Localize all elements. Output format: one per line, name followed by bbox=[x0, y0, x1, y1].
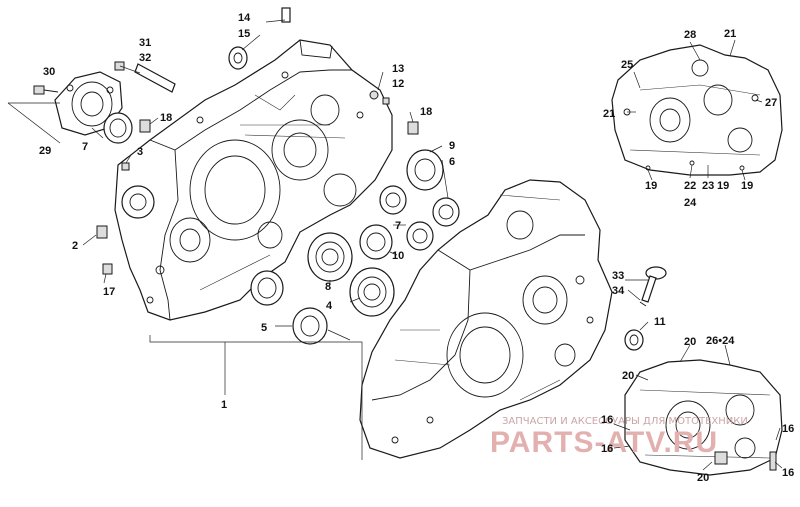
callout-5: 5 bbox=[261, 322, 267, 334]
callout-1: 1 bbox=[221, 399, 227, 411]
callout-19-c: 19 bbox=[741, 180, 753, 192]
callout-16-a: 16 bbox=[601, 414, 613, 426]
callout-10: 10 bbox=[392, 250, 404, 262]
callout-3: 3 bbox=[137, 146, 143, 158]
callout-20-b: 20 bbox=[622, 370, 634, 382]
callout-33: 33 bbox=[612, 270, 624, 282]
watermark-logo-text: PARTS-ATV.RU bbox=[490, 426, 718, 459]
watermark: ЗАПЧАСТИ И АКСЕССУАРЫ ДЛЯ МОТОТЕХНИКИ PA… bbox=[490, 416, 748, 459]
callout-7-center: 7 bbox=[395, 220, 401, 232]
shaft-pin-31-32 bbox=[114, 61, 176, 93]
callout-23: 23 bbox=[702, 180, 714, 192]
bearings-and-seals bbox=[96, 7, 644, 351]
callout-labels: 1 2 3 4 5 6 7 7 8 9 10 11 12 13 14 15 16… bbox=[39, 12, 794, 484]
callout-18-left: 18 bbox=[160, 112, 172, 124]
callout-17: 17 bbox=[103, 286, 115, 298]
callout-13: 13 bbox=[392, 63, 404, 75]
callout-25: 25 bbox=[621, 59, 633, 71]
callout-16-d: 16 bbox=[782, 467, 794, 479]
callout-18-right: 18 bbox=[420, 106, 432, 118]
callout-4: 4 bbox=[326, 300, 333, 312]
bolt-30 bbox=[33, 85, 59, 95]
callout-27: 27 bbox=[765, 97, 777, 109]
callout-7-left: 7 bbox=[82, 141, 88, 153]
callout-24: 24 bbox=[684, 197, 697, 209]
callout-16-b: 16 bbox=[601, 443, 613, 455]
inset-right-case-view bbox=[624, 359, 783, 476]
callout-2: 2 bbox=[72, 240, 78, 252]
callout-30: 30 bbox=[43, 66, 55, 78]
callout-14: 14 bbox=[238, 12, 251, 24]
callout-8: 8 bbox=[325, 281, 331, 293]
callout-6: 6 bbox=[449, 156, 455, 168]
callout-28: 28 bbox=[684, 29, 696, 41]
left-crankcase-half bbox=[114, 39, 393, 321]
callout-20-c: 20 bbox=[697, 472, 709, 484]
callout-22: 22 bbox=[684, 180, 696, 192]
callout-19-b: 19 bbox=[717, 180, 729, 192]
callout-32: 32 bbox=[139, 52, 151, 64]
callout-26-24: 26•24 bbox=[706, 335, 735, 347]
callout-34: 34 bbox=[612, 285, 625, 297]
bearing-cover-plate bbox=[54, 71, 123, 136]
callout-9: 9 bbox=[449, 140, 455, 152]
right-crankcase-half bbox=[359, 179, 613, 459]
callout-21-b: 21 bbox=[724, 28, 736, 40]
callout-21-a: 21 bbox=[603, 108, 615, 120]
callout-19-a: 19 bbox=[645, 180, 657, 192]
callout-31: 31 bbox=[139, 37, 151, 49]
callout-29: 29 bbox=[39, 145, 51, 157]
callout-12: 12 bbox=[392, 78, 404, 90]
callout-11: 11 bbox=[654, 316, 666, 328]
callout-16-c: 16 bbox=[782, 423, 794, 435]
oil-filler-cap bbox=[639, 266, 667, 307]
callout-20-a: 20 bbox=[684, 336, 696, 348]
watermark-caption: ЗАПЧАСТИ И АКСЕССУАРЫ ДЛЯ МОТОТЕХНИКИ bbox=[502, 416, 748, 427]
callout-15: 15 bbox=[238, 28, 250, 40]
inset-left-case-view bbox=[611, 44, 783, 176]
leader-lines bbox=[7, 19, 783, 471]
